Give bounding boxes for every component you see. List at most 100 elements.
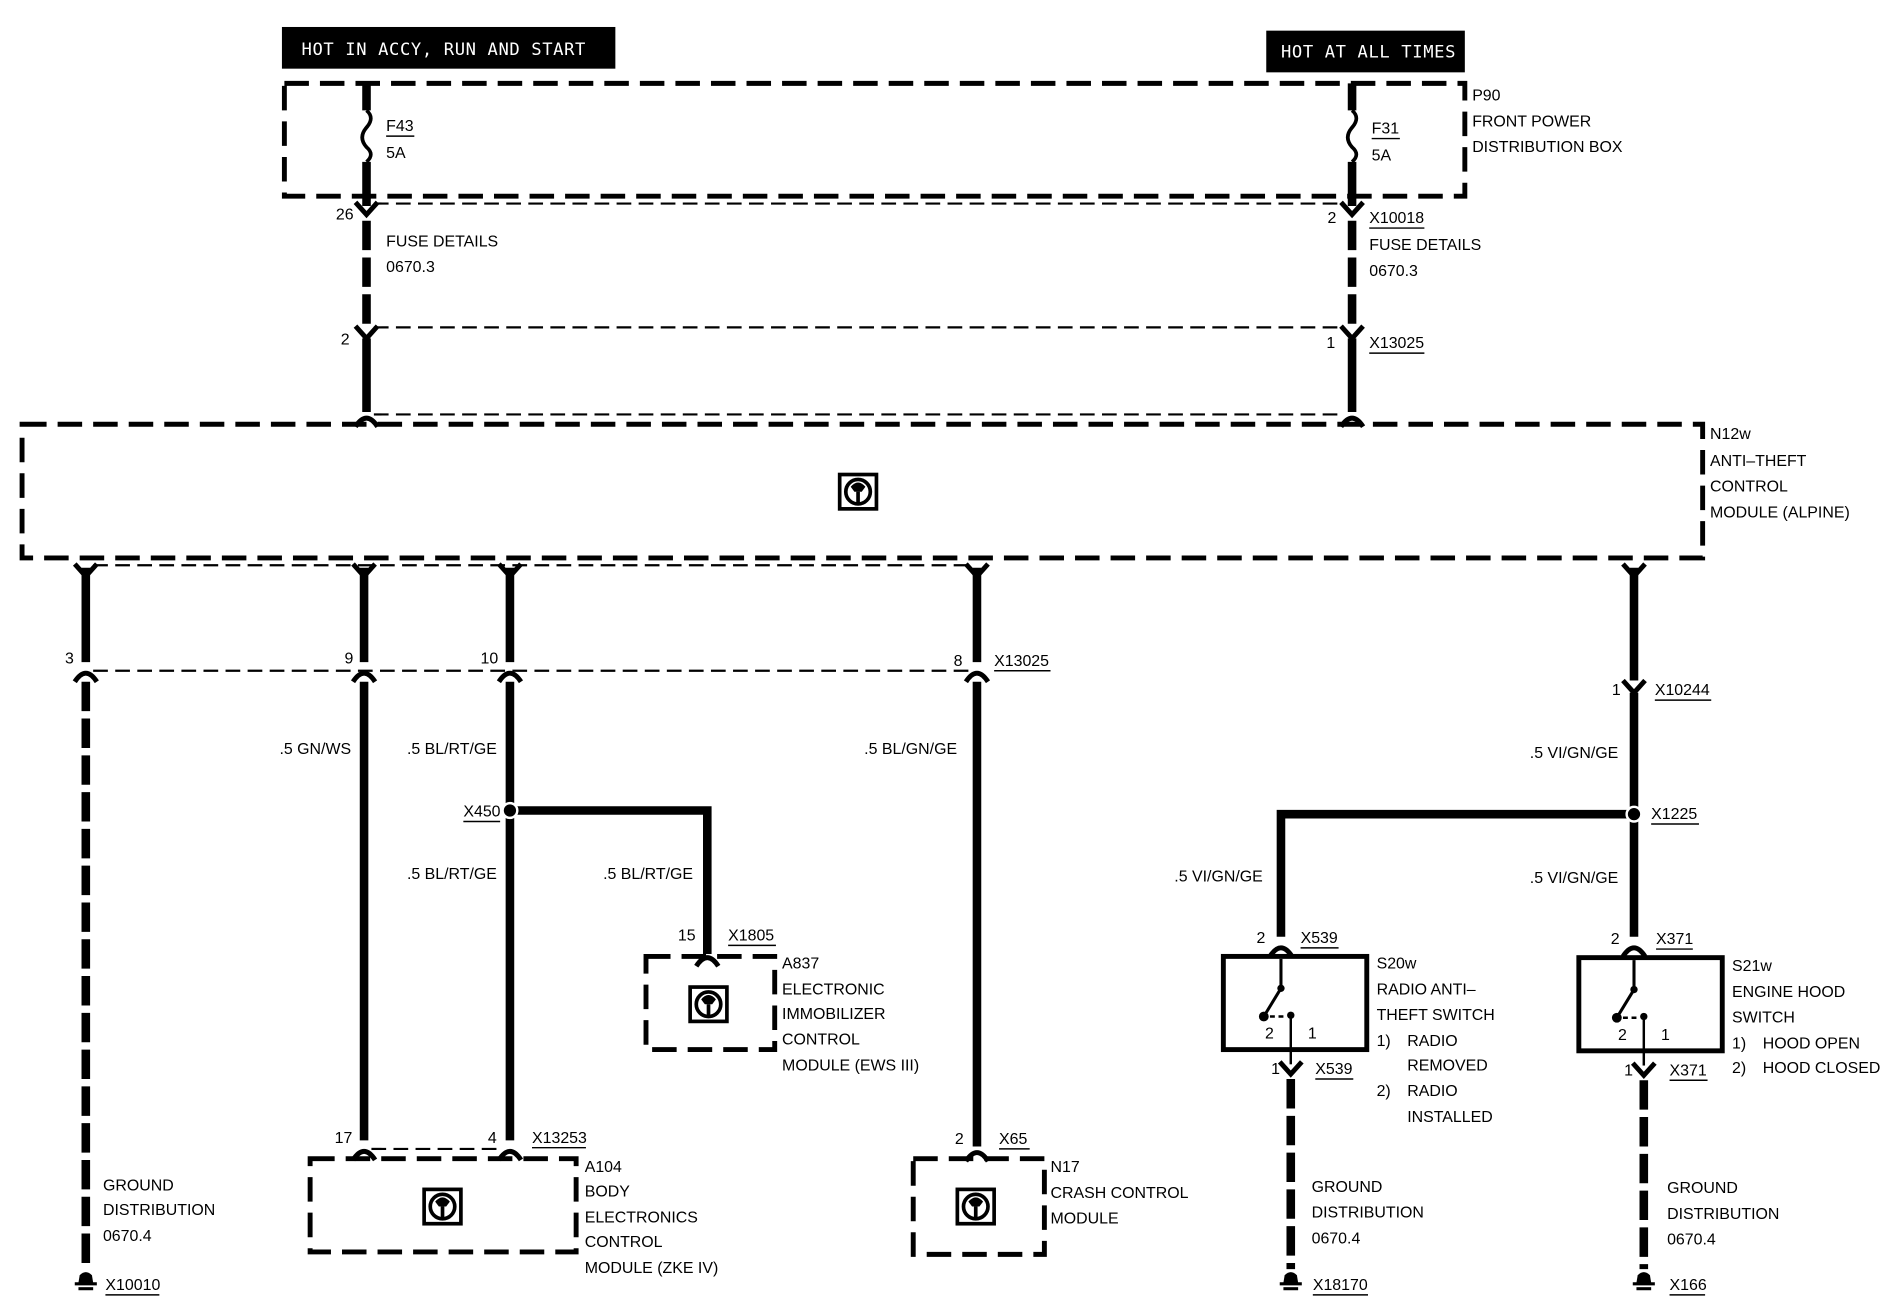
splice-x450-icon: [501, 801, 519, 820]
connector-x13025-top: X13025: [1369, 335, 1424, 352]
ground-3-id: X166: [1670, 1277, 1707, 1294]
a104-line1: BODY: [585, 1184, 630, 1201]
splice-x450: X450: [463, 804, 500, 821]
fuse-box-name-2: DISTRIBUTION BOX: [1472, 139, 1623, 156]
connector-fork-icon: [353, 673, 375, 682]
s21w-pin-top: 2: [1611, 931, 1620, 948]
s21w-line2: SWITCH: [1732, 1010, 1795, 1027]
ground-2-line2: DISTRIBUTION: [1312, 1205, 1424, 1222]
connector-fork-icon: [1623, 948, 1645, 957]
fuse-details-left-2: 0670.3: [386, 259, 435, 276]
fuse-details-left-1: FUSE DETAILS: [386, 233, 498, 250]
a837-pin: 15: [678, 927, 696, 944]
a104-pin-4: 4: [488, 1130, 497, 1147]
fuse-symbol-icon: [1345, 108, 1359, 164]
fuse-f31-id: F31: [1372, 121, 1400, 138]
ground-2-line1: GROUND: [1312, 1179, 1383, 1196]
ground-1-id: X10010: [105, 1277, 160, 1294]
fuse-f43-rating: 5A: [386, 145, 406, 162]
s20w-pin-bottom: 1: [1271, 1061, 1280, 1078]
fuse-details-right-2: 0670.3: [1369, 263, 1418, 280]
connector-x13025-bottom: X13025: [994, 653, 1049, 670]
pin-26: 26: [336, 206, 354, 223]
splice-x1225-icon: [1625, 805, 1643, 823]
a104-pin-17: 17: [335, 1130, 353, 1147]
module-n12w-line3: MODULE (ALPINE): [1710, 504, 1850, 521]
n17-id: N17: [1051, 1159, 1080, 1176]
a837-line2: IMMOBILIZER: [782, 1006, 886, 1023]
wire-label-bl-rt-ge-1: .5 BL/RT/GE: [407, 741, 497, 758]
wire-label-vi-gn-ge-1: .5 VI/GN/GE: [1530, 745, 1618, 762]
s21w-state1-num: 1): [1732, 1035, 1746, 1052]
fuse-box-name-1: FRONT POWER: [1472, 113, 1591, 130]
a837-line1: ELECTRONIC: [782, 981, 885, 998]
fuse-symbol-icon: [360, 108, 373, 164]
s20w-pin-top: 2: [1256, 930, 1265, 947]
s21w-contact-1: 1: [1661, 1027, 1670, 1044]
connector-fork-icon: [1341, 326, 1363, 338]
splice-x1225: X1225: [1651, 806, 1697, 823]
n17-line1: CRASH CONTROL: [1051, 1185, 1189, 1202]
header-hot-always-label: HOT AT ALL TIMES: [1281, 43, 1456, 63]
a104-line3: CONTROL: [585, 1234, 663, 1251]
ground-2-id: X18170: [1313, 1277, 1368, 1294]
a837-line3: CONTROL: [782, 1032, 860, 1049]
header-hot-accy-label: HOT IN ACCY, RUN AND START: [302, 40, 586, 60]
ground-3-line3: 0670.4: [1667, 1232, 1716, 1249]
s21w-id: S21w: [1732, 958, 1772, 975]
connector-fork-icon: [696, 958, 718, 967]
control-module-icon: [837, 472, 879, 511]
a837-line4: MODULE (EWS III): [782, 1057, 919, 1074]
module-n12w-line1: ANTI–THEFT: [1710, 453, 1807, 470]
connector-fork-icon: [499, 673, 521, 682]
pin-8: 8: [954, 653, 963, 670]
pin-1-right: 1: [1326, 335, 1335, 352]
module-a104: 17 4 X13253 A104 BODY ELECTRONICS CONTRO…: [307, 1130, 719, 1277]
s21w-connector-top: X371: [1656, 931, 1693, 948]
s20w-connector-bottom: X539: [1315, 1061, 1352, 1078]
ground-icon: [1278, 1270, 1304, 1291]
s20w-state1-b: REMOVED: [1407, 1057, 1488, 1074]
ground-3-line1: GROUND: [1667, 1180, 1738, 1197]
fuse-box-id: P90: [1472, 88, 1500, 105]
n17-pin: 2: [955, 1131, 964, 1148]
wire-label-vi-gn-ge-2: .5 VI/GN/GE: [1174, 869, 1262, 886]
a837-id: A837: [782, 956, 819, 973]
pin-10: 10: [481, 650, 499, 667]
pin-3: 3: [65, 650, 74, 667]
switch-s21w: 2 X371 2 1 1 X371 S21w ENGINE HOOD SWITC…: [1576, 931, 1880, 1081]
wire-label-bl-gn-ge: .5 BL/GN/GE: [864, 741, 957, 758]
s20w-contact-1: 1: [1308, 1026, 1317, 1043]
s20w-state1-num: 1): [1377, 1033, 1391, 1050]
connector-fork-icon: [355, 326, 377, 338]
fuse-f31-rating: 5A: [1372, 148, 1392, 165]
n17-line2: MODULE: [1051, 1211, 1119, 1228]
pin-2-right: 2: [1328, 210, 1337, 227]
ground-2-line3: 0670.4: [1312, 1230, 1361, 1247]
connector-x10018: X10018: [1369, 210, 1424, 227]
module-n17: 2 X65 N17 CRASH CONTROL MODULE: [910, 1131, 1189, 1257]
fuse-f43-id: F43: [386, 118, 414, 135]
s21w-pin-bottom: 1: [1624, 1062, 1633, 1079]
ground-3-line2: DISTRIBUTION: [1667, 1206, 1779, 1223]
a104-line4: MODULE (ZKE IV): [585, 1260, 719, 1277]
wire-label-bl-rt-ge-3: .5 BL/RT/GE: [603, 866, 693, 883]
n17-connector: X65: [999, 1131, 1027, 1148]
wire-label-vi-gn-ge-3: .5 VI/GN/GE: [1530, 870, 1618, 887]
ground-icon: [1631, 1270, 1657, 1291]
module-n12w-line2: CONTROL: [1710, 479, 1788, 496]
connector-fork-icon: [966, 673, 988, 682]
ground-1-line1: GROUND: [103, 1178, 174, 1195]
control-module-icon: [688, 985, 729, 1024]
s21w-line1: ENGINE HOOD: [1732, 984, 1845, 1001]
s20w-line2: THEFT SWITCH: [1377, 1007, 1495, 1024]
module-n12w-id: N12w: [1710, 426, 1751, 443]
connector-x10244: X10244: [1655, 682, 1710, 699]
s20w-line1: RADIO ANTI–: [1377, 981, 1476, 998]
s21w-state2-num: 2): [1732, 1060, 1746, 1077]
pin-2-left: 2: [341, 332, 350, 349]
connector-fork-icon: [75, 673, 97, 682]
right-branch-pin: 1: [1612, 682, 1621, 699]
module-n12w: N12w ANTI–THEFT CONTROL MODULE (ALPINE): [19, 421, 1850, 561]
module-a837: 15 X1805 A837 ELECTRONIC IMMOBILIZER CON…: [643, 927, 919, 1074]
